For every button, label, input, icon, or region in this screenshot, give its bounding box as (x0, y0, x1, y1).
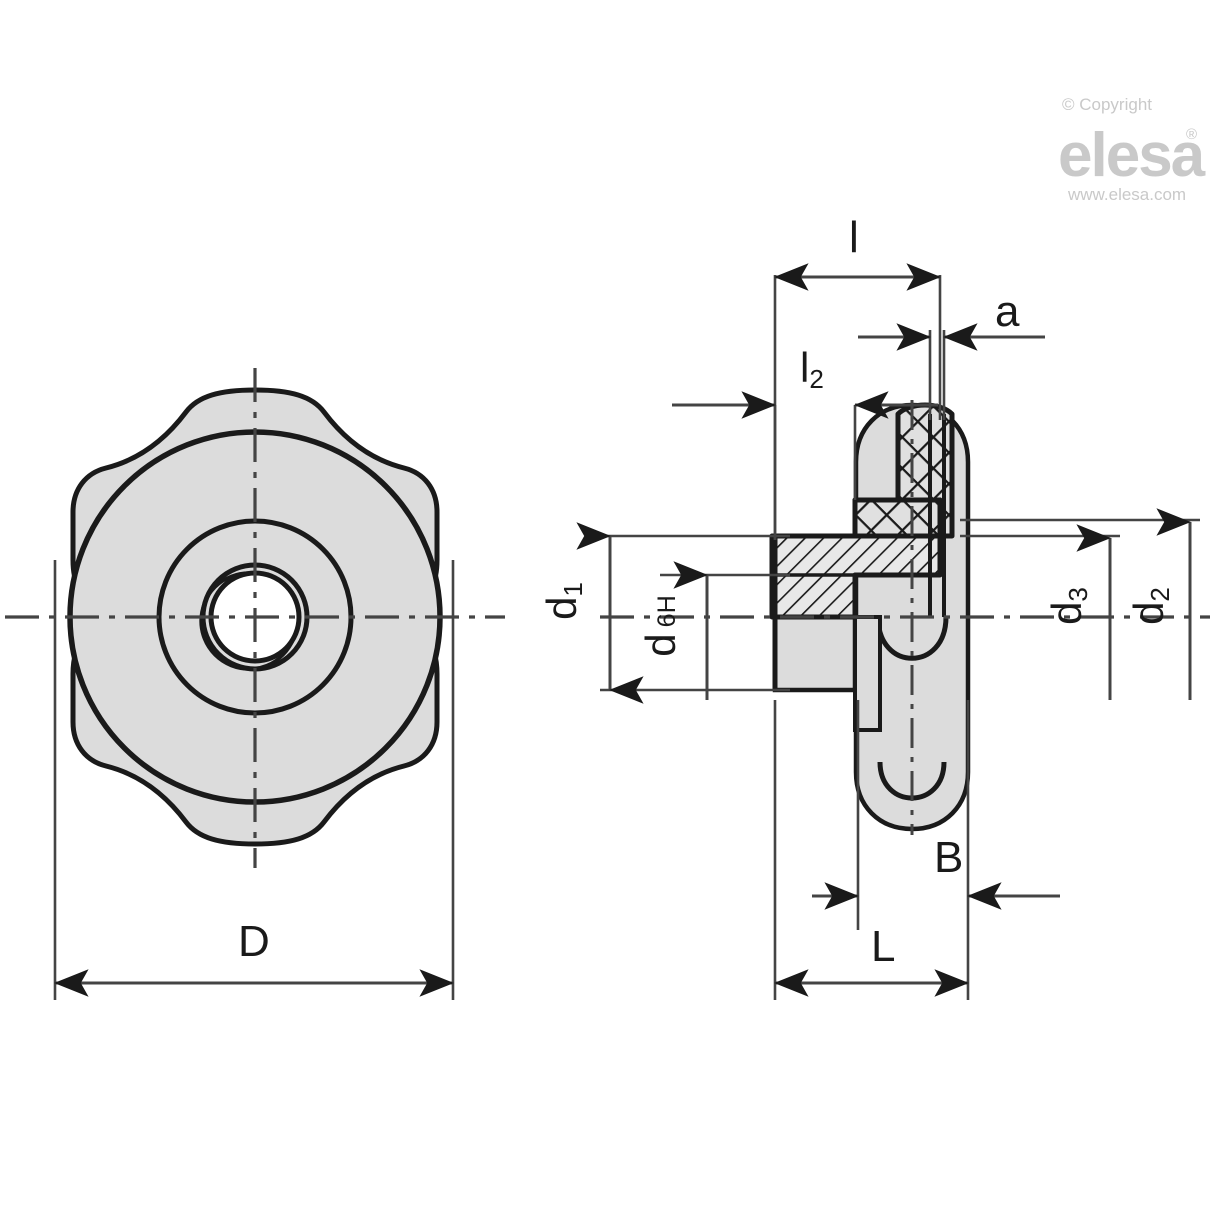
d3-subscript: 3 (1062, 587, 1093, 602)
section-view (576, 263, 1210, 1000)
inner-cavity-outline (855, 430, 901, 503)
copyright-notice: © Copyright (1062, 95, 1153, 114)
dimension-label-D: D (238, 917, 270, 966)
website-url: www.elesa.com (1068, 185, 1187, 204)
d6h-tolerance: 6H (652, 595, 681, 628)
d3-base: d (1042, 601, 1090, 625)
dimension-label-l: l (849, 213, 859, 262)
boss-lower-outline (772, 614, 858, 693)
dimension-label-d3: d3 (1042, 587, 1093, 625)
front-view (5, 368, 505, 1000)
d1-subscript: 1 (557, 582, 588, 597)
d1-base: d (537, 596, 585, 620)
d2-base: d (1124, 601, 1172, 625)
plastic-shoulder-section (852, 497, 943, 539)
dimension-label-B: B (934, 833, 964, 882)
dimension-label-L: L (871, 922, 896, 971)
d6h-base: d (636, 633, 684, 657)
dimension-label-l2: l2 (800, 344, 824, 392)
dimension-label-a: a (995, 287, 1020, 336)
l2-base: l (800, 344, 810, 391)
dimension-label-d-6H: d 6H (636, 595, 684, 657)
dimension-label-d1: d1 (537, 582, 588, 620)
dimension-label-d2: d2 (1124, 587, 1175, 625)
d2-subscript: 2 (1144, 587, 1175, 602)
registered-mark-icon: ® (1186, 126, 1198, 143)
elesa-logo: elesa (1058, 121, 1205, 190)
l2-subscript: 2 (809, 363, 824, 394)
